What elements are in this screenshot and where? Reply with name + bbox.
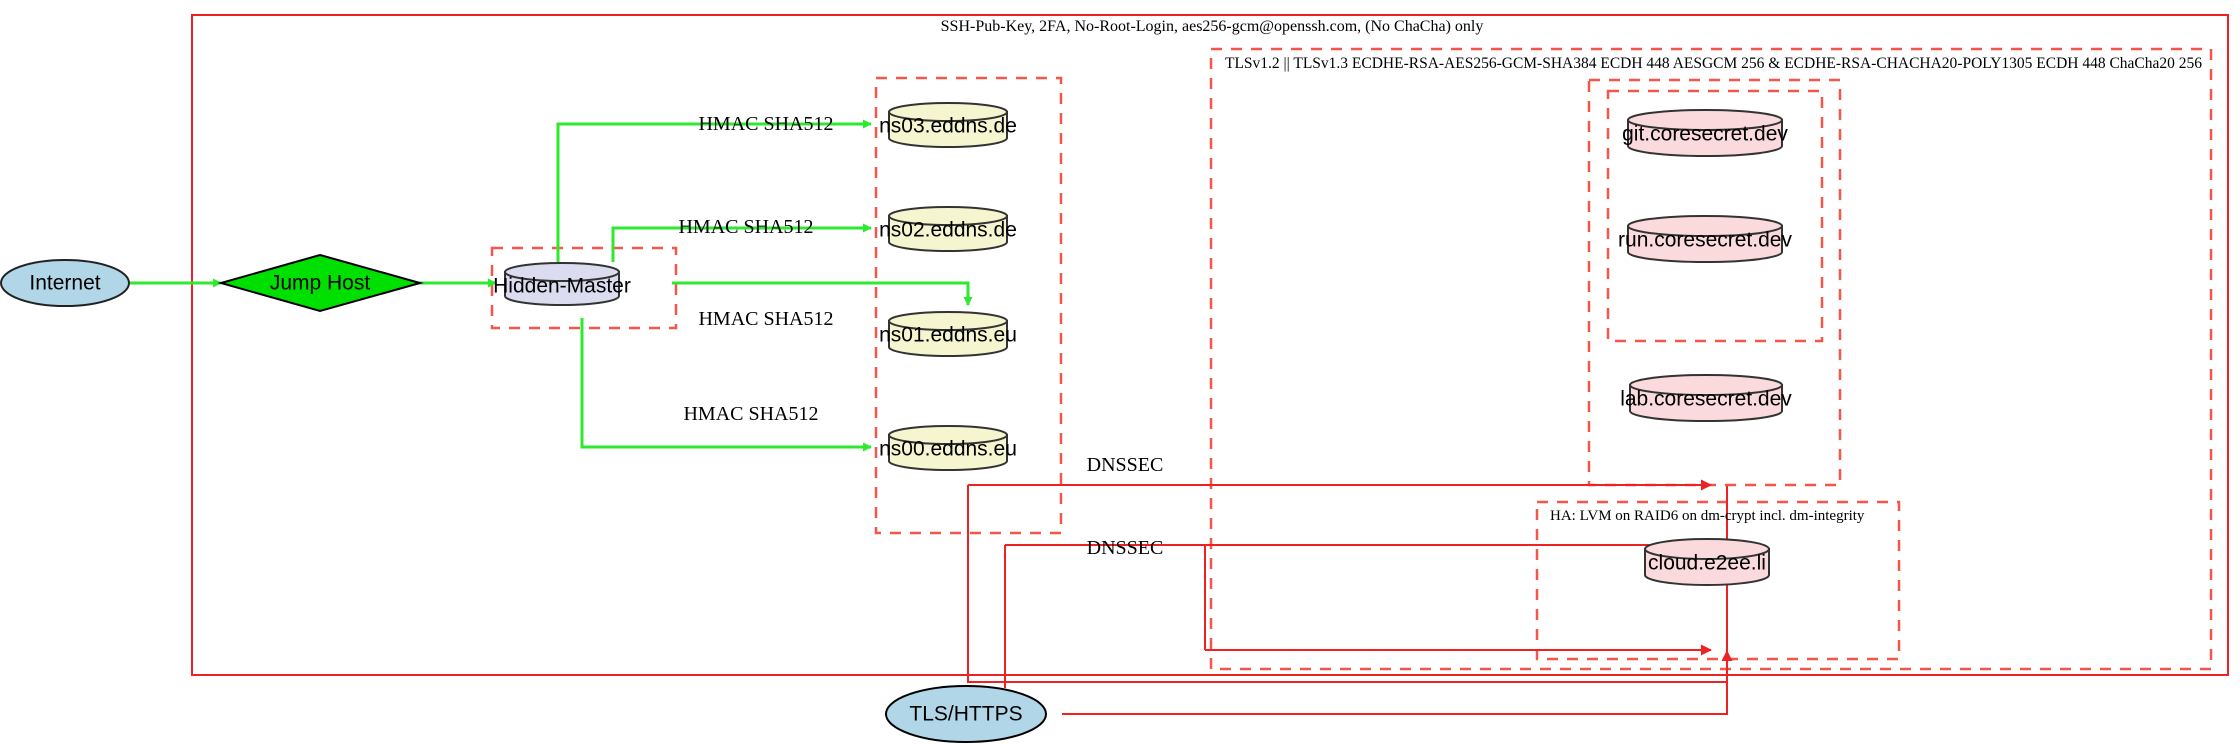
node-ns00[interactable]: ns00.eddns.eu <box>879 425 1017 471</box>
cloud-label: cloud.e2ee.li <box>1648 552 1766 575</box>
hidden-master-top <box>504 262 620 282</box>
node-cloud-e2ee[interactable]: cloud.e2ee.li <box>1644 538 1770 586</box>
edge-tlshttps-to-ha <box>1062 650 1733 715</box>
edge-label-hmac-4: HMAC SHA512 <box>683 403 818 425</box>
jump-host-diamond <box>217 253 424 313</box>
node-run-coresecret[interactable]: run.coresecret.dev <box>1618 215 1792 263</box>
git-run-cluster-box <box>1606 89 1824 343</box>
edge-master-to-ns00 <box>580 318 872 452</box>
tls-cluster-box <box>1209 47 2213 671</box>
ns03-label: ns03.eddns.de <box>879 115 1017 138</box>
ssh-boundary-label: SSH-Pub-Key, 2FA, No-Root-Login, aes256-… <box>941 18 1484 35</box>
edge-label-hmac-1: HMAC SHA512 <box>698 113 833 135</box>
lab-top <box>1629 374 1783 396</box>
node-ns02[interactable]: ns02.eddns.de <box>879 206 1017 252</box>
node-tls-https[interactable]: TLS/HTTPS <box>885 685 1047 743</box>
edge-label-hmac-3: HMAC SHA512 <box>698 308 833 330</box>
tls-https-label: TLS/HTTPS <box>909 703 1022 726</box>
hidden-master-cluster-box <box>490 246 678 330</box>
ns02-label: ns02.eddns.de <box>879 219 1017 242</box>
jump-host-label: Jump Host <box>270 272 371 295</box>
ns01-label: ns01.eddns.eu <box>879 324 1017 347</box>
node-ns03[interactable]: ns03.eddns.de <box>879 102 1017 148</box>
coresecret-cluster-box <box>1587 78 1842 487</box>
ha-cluster-label: HA: LVM on RAID6 on dm-crypt incl. dm-in… <box>1550 508 1865 524</box>
ns03-top <box>888 102 1008 122</box>
node-jump-host[interactable]: Jump Host <box>217 253 424 313</box>
edge-master-to-ns03 <box>556 119 872 262</box>
tls-cluster-label: TLSv1.2 || TLSv1.3 ECDHE-RSA-AES256-GCM-… <box>1225 55 2202 72</box>
git-label: git.coresecret.dev <box>1622 123 1788 146</box>
git-top <box>1627 109 1783 131</box>
run-label: run.coresecret.dev <box>1618 229 1792 252</box>
node-git-coresecret[interactable]: git.coresecret.dev <box>1622 109 1788 157</box>
edge-label-dnssec-1: DNSSEC <box>1087 454 1164 476</box>
ns00-top <box>888 425 1008 445</box>
node-ns01[interactable]: ns01.eddns.eu <box>879 311 1017 357</box>
node-internet[interactable]: Internet <box>0 259 130 307</box>
ns00-label: ns00.eddns.eu <box>879 438 1017 461</box>
edge-label-dnssec-2: DNSSEC <box>1087 537 1164 559</box>
edge-master-to-ns01 <box>672 281 973 306</box>
ns01-top <box>888 311 1008 331</box>
ha-cluster-box <box>1535 500 1901 661</box>
node-hidden-master[interactable]: Hidden-Master <box>493 262 631 306</box>
edge-master-to-ns02 <box>611 223 872 262</box>
run-top <box>1627 215 1783 237</box>
edge-label-hmac-2: HMAC SHA512 <box>678 216 813 238</box>
tls-https-ellipse <box>885 685 1047 743</box>
ns02-top <box>888 206 1008 226</box>
internet-ellipse <box>0 259 130 307</box>
internet-label: Internet <box>29 272 100 295</box>
ssh-boundary-box <box>191 14 2229 676</box>
lab-label: lab.coresecret.dev <box>1620 388 1792 411</box>
hidden-master-label: Hidden-Master <box>493 275 631 298</box>
node-lab-coresecret[interactable]: lab.coresecret.dev <box>1620 374 1792 422</box>
cloud-top <box>1644 538 1770 560</box>
